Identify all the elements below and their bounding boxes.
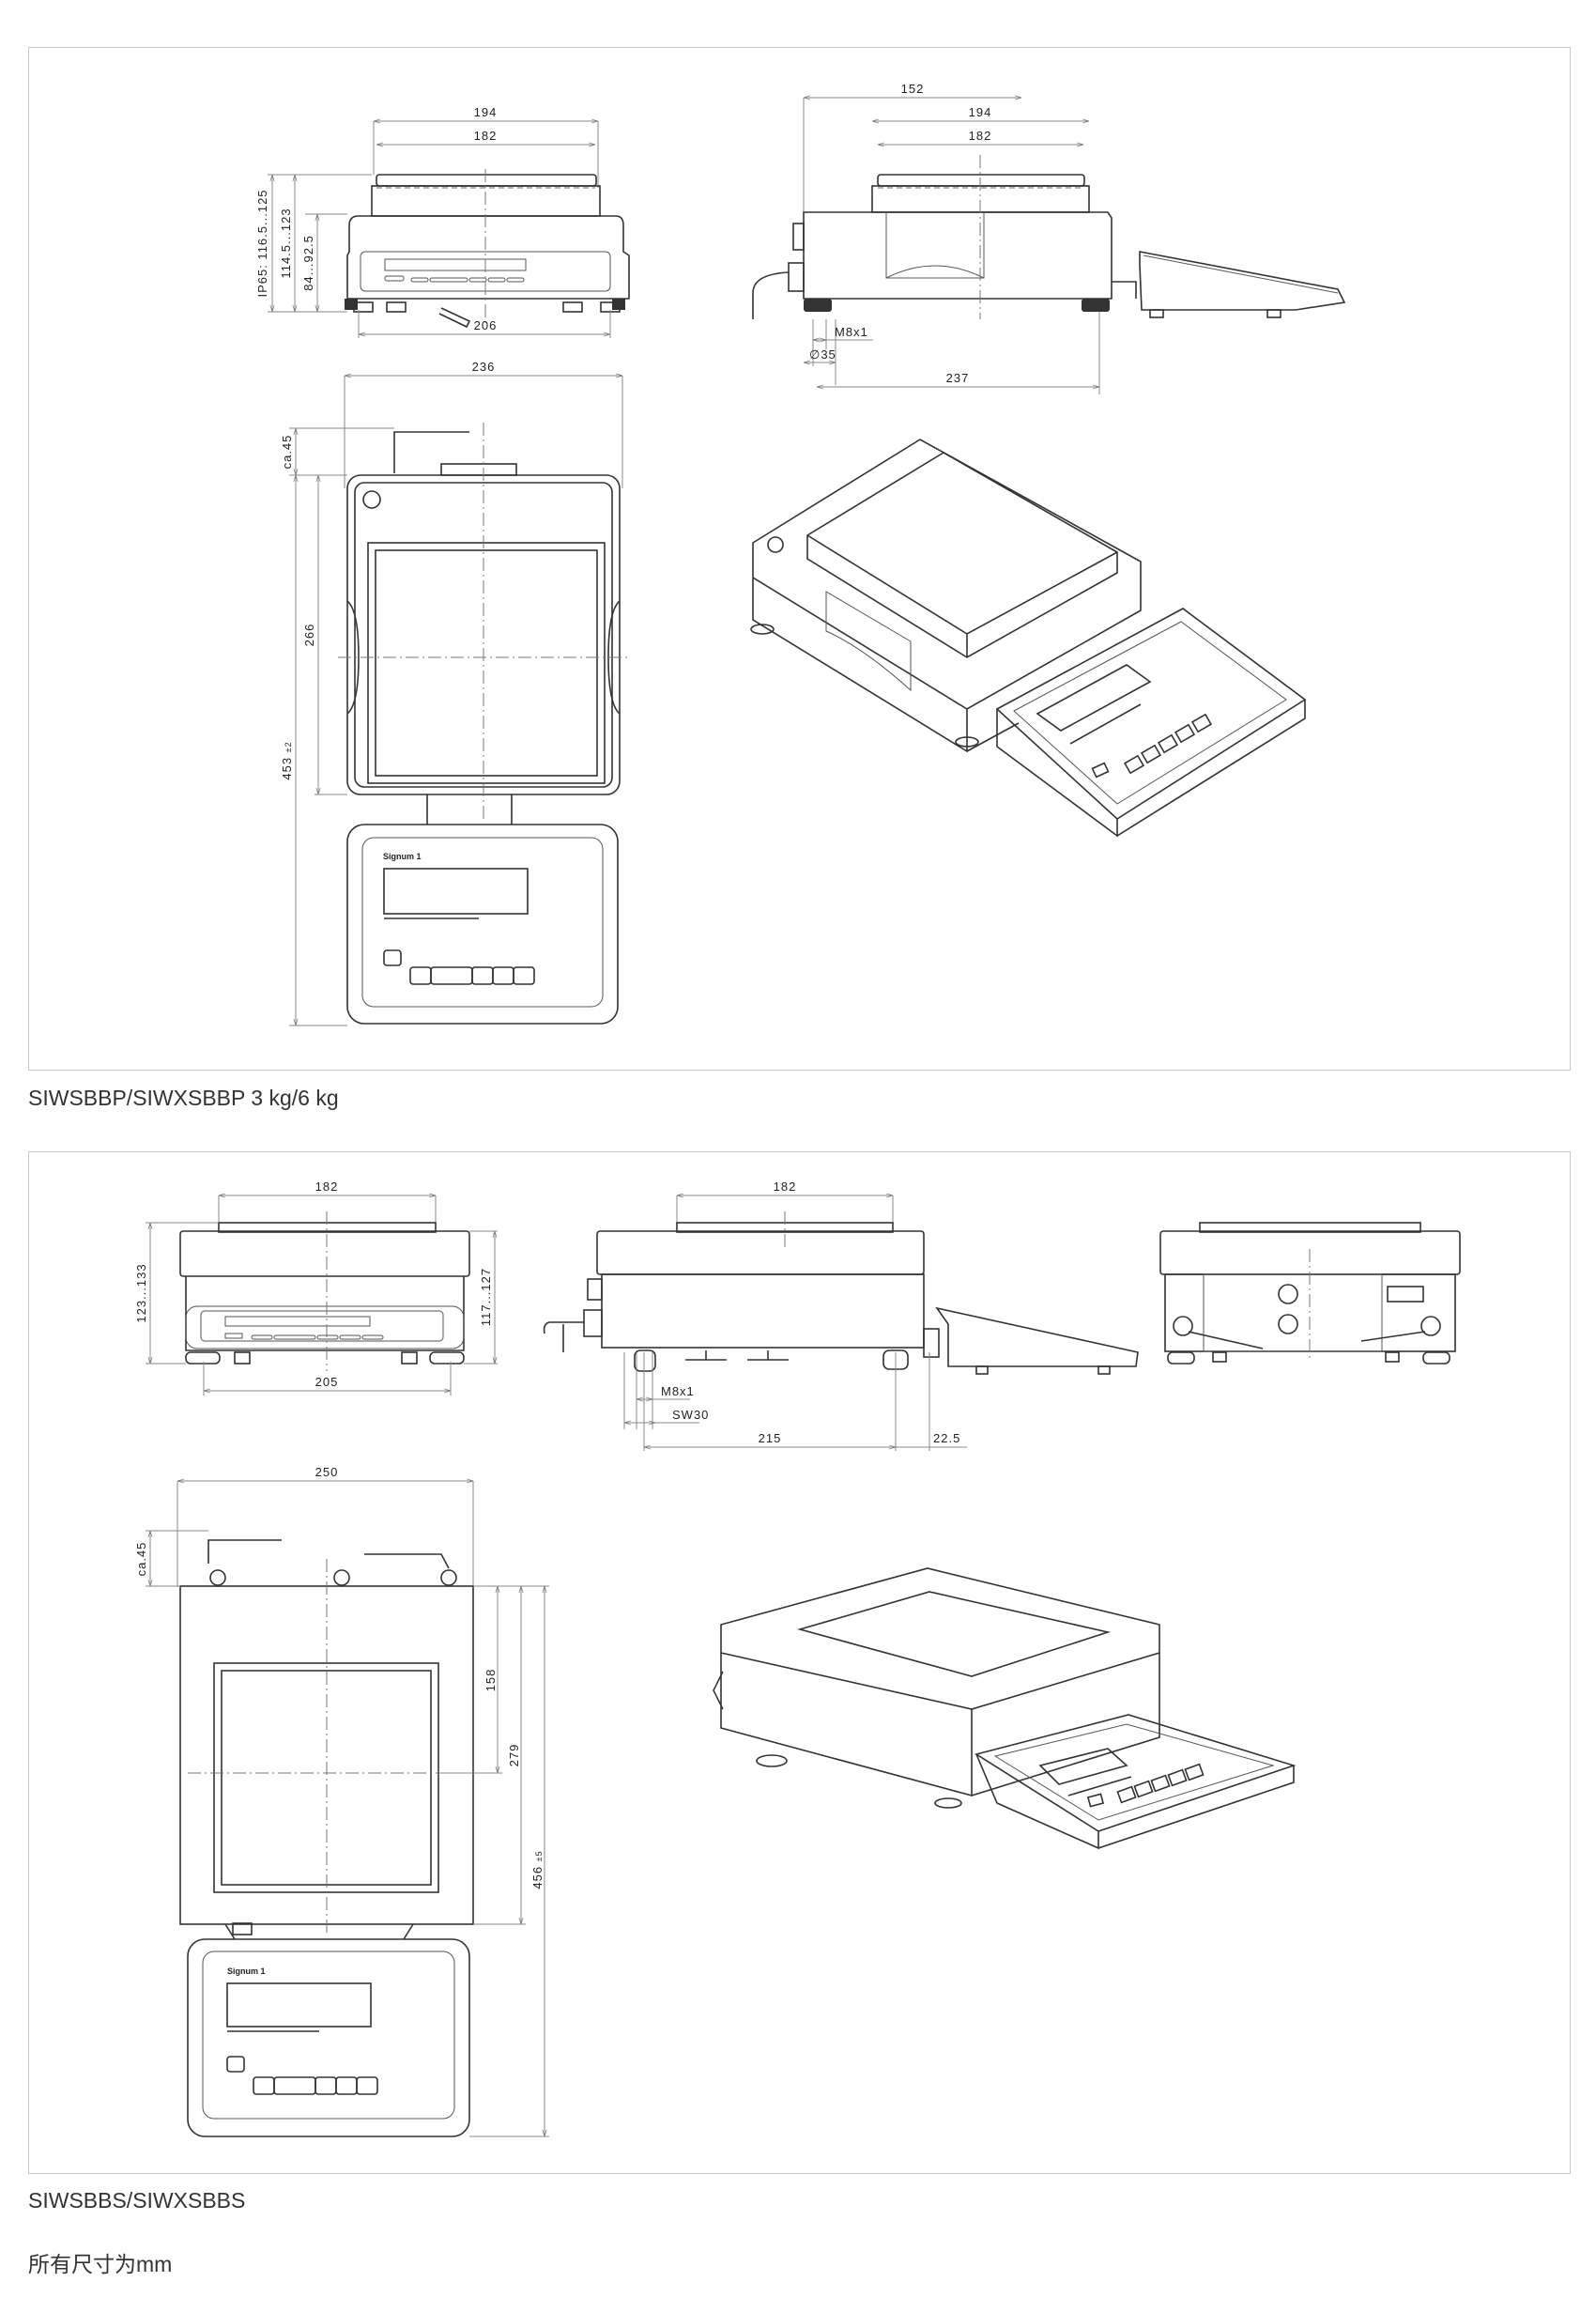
indicator-brand: Signum 1: [227, 1966, 266, 1976]
dim-215: 215: [759, 1431, 782, 1445]
dim-205: 205: [315, 1375, 339, 1389]
thread-label: M8x1: [661, 1384, 695, 1398]
dim-152: 152: [901, 82, 925, 96]
dim-body-height: 84...92.5: [301, 235, 315, 291]
dim-height-right: 117...127: [479, 1268, 493, 1326]
wrench-size-label: SW30: [672, 1408, 709, 1422]
back-view-bbs: [1159, 1222, 1461, 1365]
dim-182: 182: [969, 129, 992, 143]
drawing-panel-bbs: [28, 1151, 1571, 2174]
side-view-bbs: 182 M8x1 SW30 215 22.5: [543, 1180, 1139, 1451]
dim-206: 206: [474, 318, 498, 332]
dim-250: 250: [315, 1465, 339, 1479]
dim-236: 236: [472, 360, 496, 374]
dim-456: 456 ±5: [530, 1850, 545, 1889]
dim-279: 279: [507, 1744, 521, 1767]
isometric-view-bbs: [713, 1567, 1297, 1850]
drawing-panel-bbp: [28, 47, 1571, 1071]
dim-158: 158: [483, 1669, 498, 1692]
side-view-bbp: 152 194 182 M8x1 ∅35 237: [752, 82, 1346, 394]
dim-453: 453 ±2: [280, 741, 294, 779]
dim-182: 182: [774, 1180, 797, 1194]
dim-194: 194: [969, 105, 992, 119]
foot-diameter-label: ∅35: [809, 347, 836, 362]
dim-height-left: 123...133: [134, 1263, 148, 1322]
isometric-view-bbp: [750, 439, 1307, 838]
top-view-bbp: 236 Signum 1 ca.45 266 453 ±2: [280, 360, 629, 1026]
front-view-bbp: 194 182 206 IP65: 116.5...125 114.5...12…: [255, 105, 630, 338]
caption-bbs-model: SIWSBBS/SIWXSBBS: [28, 2188, 246, 2213]
dim-22-5: 22.5: [933, 1431, 960, 1445]
dim-ip65-height: IP65: 116.5...125: [255, 189, 269, 297]
dim-cable-clearance: ca.45: [280, 435, 294, 470]
units-note: 所有尺寸为mm: [28, 2252, 173, 2276]
dim-194: 194: [474, 105, 498, 119]
indicator-brand: Signum 1: [383, 852, 422, 861]
dim-182: 182: [474, 129, 498, 143]
dim-cable-clearance: ca.45: [134, 1542, 148, 1577]
dim-266: 266: [302, 624, 316, 647]
dim-height-range: 114.5...123: [279, 208, 293, 278]
dim-182: 182: [315, 1180, 339, 1194]
thread-label: M8x1: [835, 325, 868, 339]
caption-bbp-model: SIWSBBP/SIWXSBBP 3 kg/6 kg: [28, 1086, 339, 1110]
dim-237: 237: [946, 371, 970, 385]
top-view-bbs: 250 Signum 1 ca.45 158 279 456 ±5: [134, 1465, 549, 2137]
front-view-bbs: 182 205 123...133 117...127: [134, 1180, 498, 1396]
